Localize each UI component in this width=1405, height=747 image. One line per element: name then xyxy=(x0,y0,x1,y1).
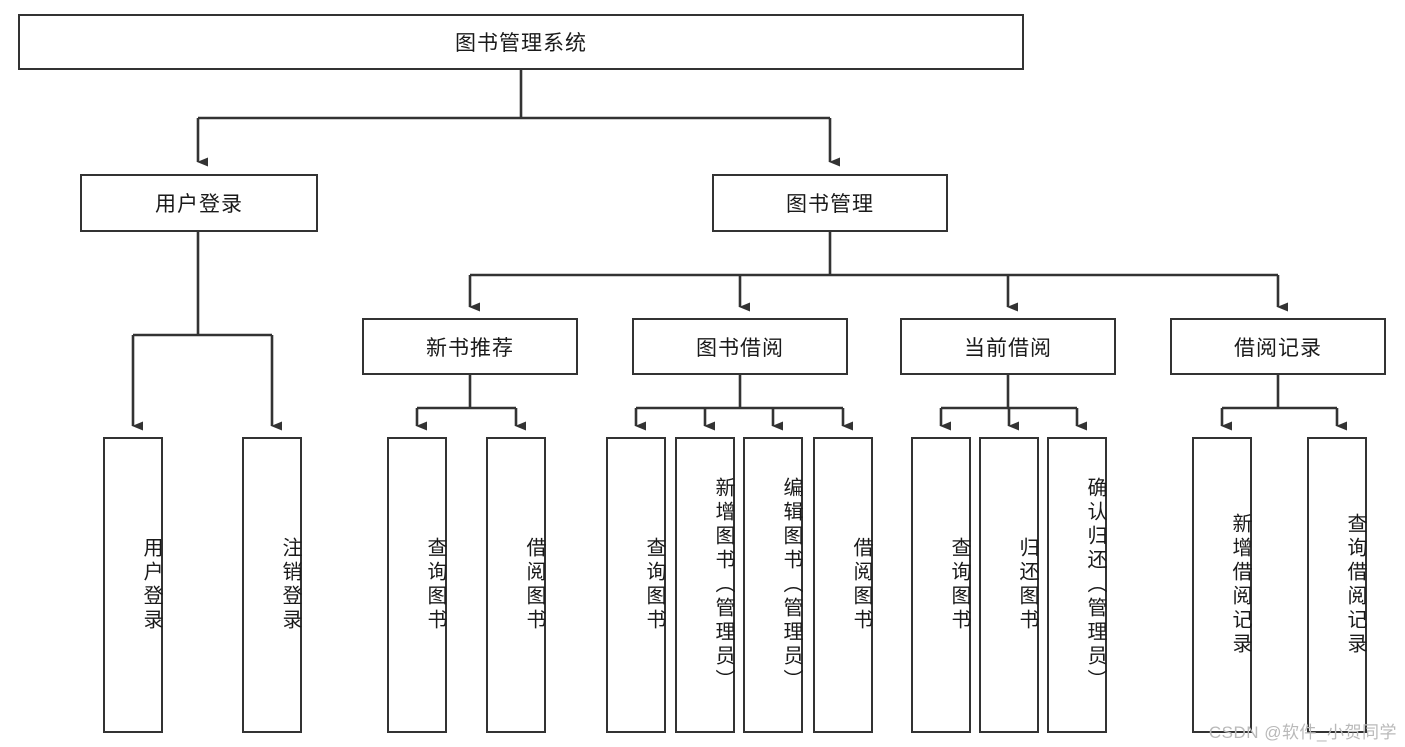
leaf-new-book-borrow-label: 借阅图书 xyxy=(523,537,545,633)
node-user-login[interactable]: 用户登录 xyxy=(80,174,318,232)
leaf-borrow-record-add-label: 新增借阅记录 xyxy=(1229,513,1251,657)
node-borrow-record[interactable]: 借阅记录 xyxy=(1170,318,1386,375)
node-user-login-label: 用户登录 xyxy=(155,193,243,216)
leaf-book-borrow-query-label: 查询图书 xyxy=(643,537,665,633)
leaf-book-borrow-add-label: 新增图书（管理员） xyxy=(712,477,734,693)
leaf-book-borrow-borrow[interactable]: 借阅图书 xyxy=(813,437,873,733)
leaf-borrow-record-query[interactable]: 查询借阅记录 xyxy=(1307,437,1367,733)
leaf-current-borrow-confirm[interactable]: 确认归还（管理员） xyxy=(1047,437,1107,733)
leaf-current-borrow-query-label: 查询图书 xyxy=(948,537,970,633)
node-current-borrow-label: 当前借阅 xyxy=(964,336,1052,360)
node-book-management-label: 图书管理 xyxy=(786,193,874,216)
node-new-book-recommend-label: 新书推荐 xyxy=(426,336,514,360)
leaf-borrow-record-query-label: 查询借阅记录 xyxy=(1344,513,1366,657)
node-book-borrow[interactable]: 图书借阅 xyxy=(632,318,848,375)
node-root[interactable]: 图书管理系统 xyxy=(18,14,1024,70)
leaf-user-login-login[interactable]: 用户登录 xyxy=(103,437,163,733)
leaf-book-borrow-edit-label: 编辑图书（管理员） xyxy=(780,477,802,693)
node-borrow-record-label: 借阅记录 xyxy=(1234,336,1322,360)
leaf-current-borrow-confirm-label: 确认归还（管理员） xyxy=(1084,477,1106,693)
leaf-current-borrow-query[interactable]: 查询图书 xyxy=(911,437,971,733)
node-current-borrow[interactable]: 当前借阅 xyxy=(900,318,1116,375)
watermark-text: CSDN @软件_小贺同学 xyxy=(1208,723,1397,742)
leaf-book-borrow-edit[interactable]: 编辑图书（管理员） xyxy=(743,437,803,733)
leaf-user-login-logout-label: 注销登录 xyxy=(279,537,301,633)
leaf-current-borrow-return-label: 归还图书 xyxy=(1016,537,1038,633)
leaf-user-login-login-label: 用户登录 xyxy=(140,537,162,633)
leaf-user-login-logout[interactable]: 注销登录 xyxy=(242,437,302,733)
leaf-current-borrow-return[interactable]: 归还图书 xyxy=(979,437,1039,733)
leaf-borrow-record-add[interactable]: 新增借阅记录 xyxy=(1192,437,1252,733)
leaf-book-borrow-query[interactable]: 查询图书 xyxy=(606,437,666,733)
leaf-new-book-query[interactable]: 查询图书 xyxy=(387,437,447,733)
node-new-book-recommend[interactable]: 新书推荐 xyxy=(362,318,578,375)
node-root-label: 图书管理系统 xyxy=(455,32,587,55)
leaf-book-borrow-borrow-label: 借阅图书 xyxy=(850,537,872,633)
node-book-management[interactable]: 图书管理 xyxy=(712,174,948,232)
leaf-new-book-query-label: 查询图书 xyxy=(424,537,446,633)
leaf-book-borrow-add[interactable]: 新增图书（管理员） xyxy=(675,437,735,733)
node-book-borrow-label: 图书借阅 xyxy=(696,336,784,360)
leaf-new-book-borrow[interactable]: 借阅图书 xyxy=(486,437,546,733)
